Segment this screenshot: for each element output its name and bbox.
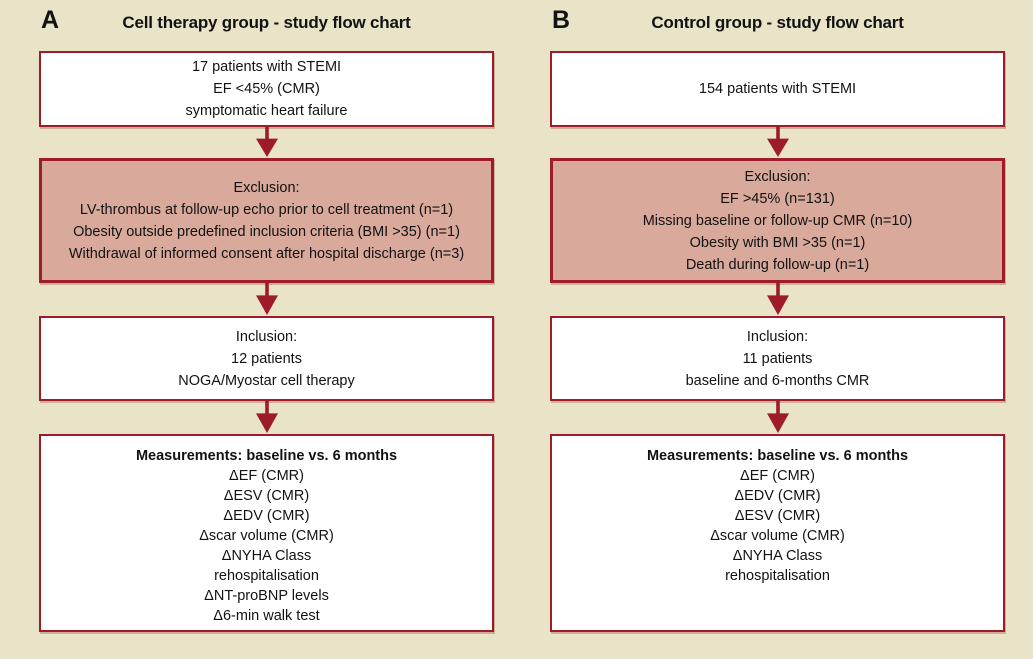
down-arrow-icon: [766, 127, 789, 158]
box-line: Inclusion:: [235, 328, 298, 345]
exclusion-box-b: Exclusion: EF >45% (n=131) Missing basel…: [550, 158, 1005, 283]
down-arrow-icon: [255, 401, 278, 433]
measurements-box-b: Measurements: baseline vs. 6 months ΔEF …: [550, 434, 1005, 632]
panel-b-header: B Control group - study flow chart: [550, 0, 1005, 51]
box-line: Obesity outside predefined inclusion cri…: [73, 223, 460, 240]
box-line: rehospitalisation: [725, 568, 830, 584]
box-line: Δscar volume (CMR): [199, 528, 334, 544]
box-line: Missing baseline or follow-up CMR (n=10): [642, 212, 913, 229]
flow-arrow: [39, 283, 494, 316]
box-line: symptomatic heart failure: [185, 103, 348, 119]
down-arrow-icon: [766, 401, 789, 433]
panel-a-title: Cell therapy group - study flow chart: [122, 13, 411, 32]
flow-arrow: [550, 283, 1005, 316]
down-arrow-icon: [255, 283, 278, 315]
exclusion-box-a: Exclusion: LV-thrombus at follow-up echo…: [39, 158, 494, 283]
box-line: 17 patients with STEMI: [191, 59, 342, 75]
measurements-header: Measurements: baseline vs. 6 months: [646, 448, 909, 464]
box-line: ΔEF (CMR): [229, 468, 304, 484]
down-arrow-icon: [766, 283, 789, 315]
box-line: Inclusion:: [746, 328, 809, 345]
population-box-b: 154 patients with STEMI: [550, 51, 1005, 127]
box-line: Obesity with BMI >35 (n=1): [689, 234, 866, 251]
box-line: EF <45% (CMR): [213, 81, 320, 97]
flow-arrow: [39, 127, 494, 158]
inclusion-box-a: Inclusion: 12 patients NOGA/Myostar cell…: [39, 316, 494, 401]
box-line: rehospitalisation: [214, 568, 319, 584]
box-line: ΔNYHA Class: [221, 548, 312, 564]
flow-arrow: [550, 401, 1005, 434]
panel-a-header: A Cell therapy group - study flow chart: [39, 0, 494, 51]
box-line: LV-thrombus at follow-up echo prior to c…: [79, 201, 454, 218]
box-line: ΔNT-proBNP levels: [204, 588, 329, 604]
box-line: Δ6-min walk test: [213, 608, 320, 624]
measurements-box-a: Measurements: baseline vs. 6 months ΔEF …: [39, 434, 494, 632]
panel-b-label: B: [552, 6, 570, 34]
box-line: ΔESV (CMR): [734, 508, 821, 524]
panel-cell-therapy-group: A Cell therapy group - study flow chart …: [39, 0, 494, 632]
population-box-a: 17 patients with STEMI EF <45% (CMR) sym…: [39, 51, 494, 127]
box-line: ΔEDV (CMR): [223, 508, 310, 524]
box-line: ΔNYHA Class: [732, 548, 823, 564]
box-line: 12 patients: [231, 350, 302, 367]
box-line: EF >45% (n=131): [720, 190, 835, 207]
box-line: Death during follow-up (n=1): [685, 256, 870, 273]
box-line: Withdrawal of informed consent after hos…: [68, 245, 465, 262]
box-line: 11 patients: [742, 350, 813, 367]
box-line: ΔEDV (CMR): [734, 488, 821, 504]
measurements-header: Measurements: baseline vs. 6 months: [135, 448, 398, 464]
box-line: NOGA/Myostar cell therapy: [178, 372, 355, 389]
panel-control-group: B Control group - study flow chart 154 p…: [550, 0, 1005, 632]
inclusion-box-b: Inclusion: 11 patients baseline and 6-mo…: [550, 316, 1005, 401]
panel-a-label: A: [41, 6, 59, 34]
box-line: ΔEF (CMR): [740, 468, 815, 484]
box-line: 154 patients with STEMI: [698, 81, 857, 97]
flow-arrow: [550, 127, 1005, 158]
box-line: Exclusion:: [233, 179, 300, 196]
box-line: baseline and 6-months CMR: [685, 372, 870, 389]
down-arrow-icon: [255, 127, 278, 158]
box-line: ΔESV (CMR): [223, 488, 310, 504]
box-line: Exclusion:: [744, 168, 811, 185]
flow-arrow: [39, 401, 494, 434]
panel-b-title: Control group - study flow chart: [651, 13, 904, 32]
box-line: Δscar volume (CMR): [710, 528, 845, 544]
